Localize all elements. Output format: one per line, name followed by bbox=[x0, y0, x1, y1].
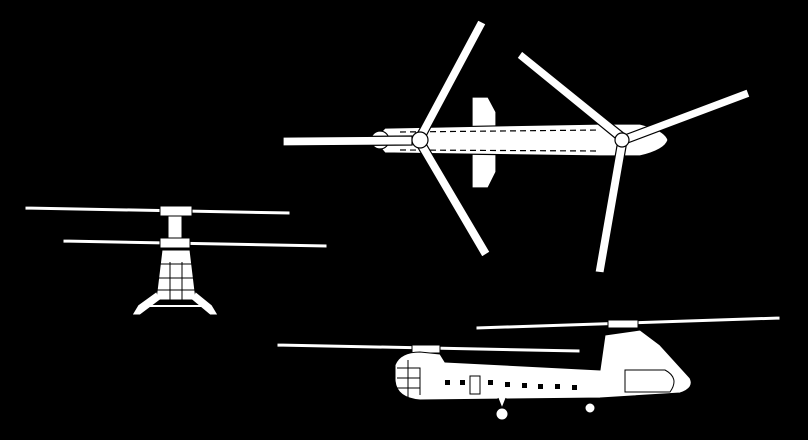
side-view-windows bbox=[445, 380, 577, 390]
front-view-windshield-frames bbox=[157, 262, 195, 300]
front-rotor-blade bbox=[282, 135, 413, 147]
side-view-fuselage bbox=[394, 329, 692, 401]
rear-rotor-hub bbox=[614, 132, 630, 148]
side-view-rear-fairing bbox=[624, 369, 675, 393]
front-view-fuselage bbox=[155, 249, 197, 301]
top-view bbox=[282, 19, 751, 274]
side-view-front-wheel bbox=[495, 407, 509, 421]
side-view-cockpit-frames bbox=[397, 360, 421, 400]
front-rotor-hub bbox=[411, 131, 429, 149]
front-view bbox=[24, 205, 328, 316]
top-view-panel-lines bbox=[399, 129, 601, 152]
front-view-lower-rotor bbox=[62, 238, 328, 249]
front-view-upper-hub bbox=[159, 205, 193, 217]
side-view-rear-wheel bbox=[584, 402, 596, 414]
front-view-lower-hub bbox=[159, 237, 191, 249]
side-view bbox=[276, 315, 781, 421]
side-view-door bbox=[469, 375, 481, 395]
top-view-sponson-upper bbox=[471, 96, 497, 129]
front-view-upper-rotor bbox=[24, 205, 291, 216]
front-view-landing-gear bbox=[131, 291, 219, 316]
front-view-mast bbox=[167, 215, 183, 241]
side-view-rear-hub bbox=[607, 319, 639, 329]
